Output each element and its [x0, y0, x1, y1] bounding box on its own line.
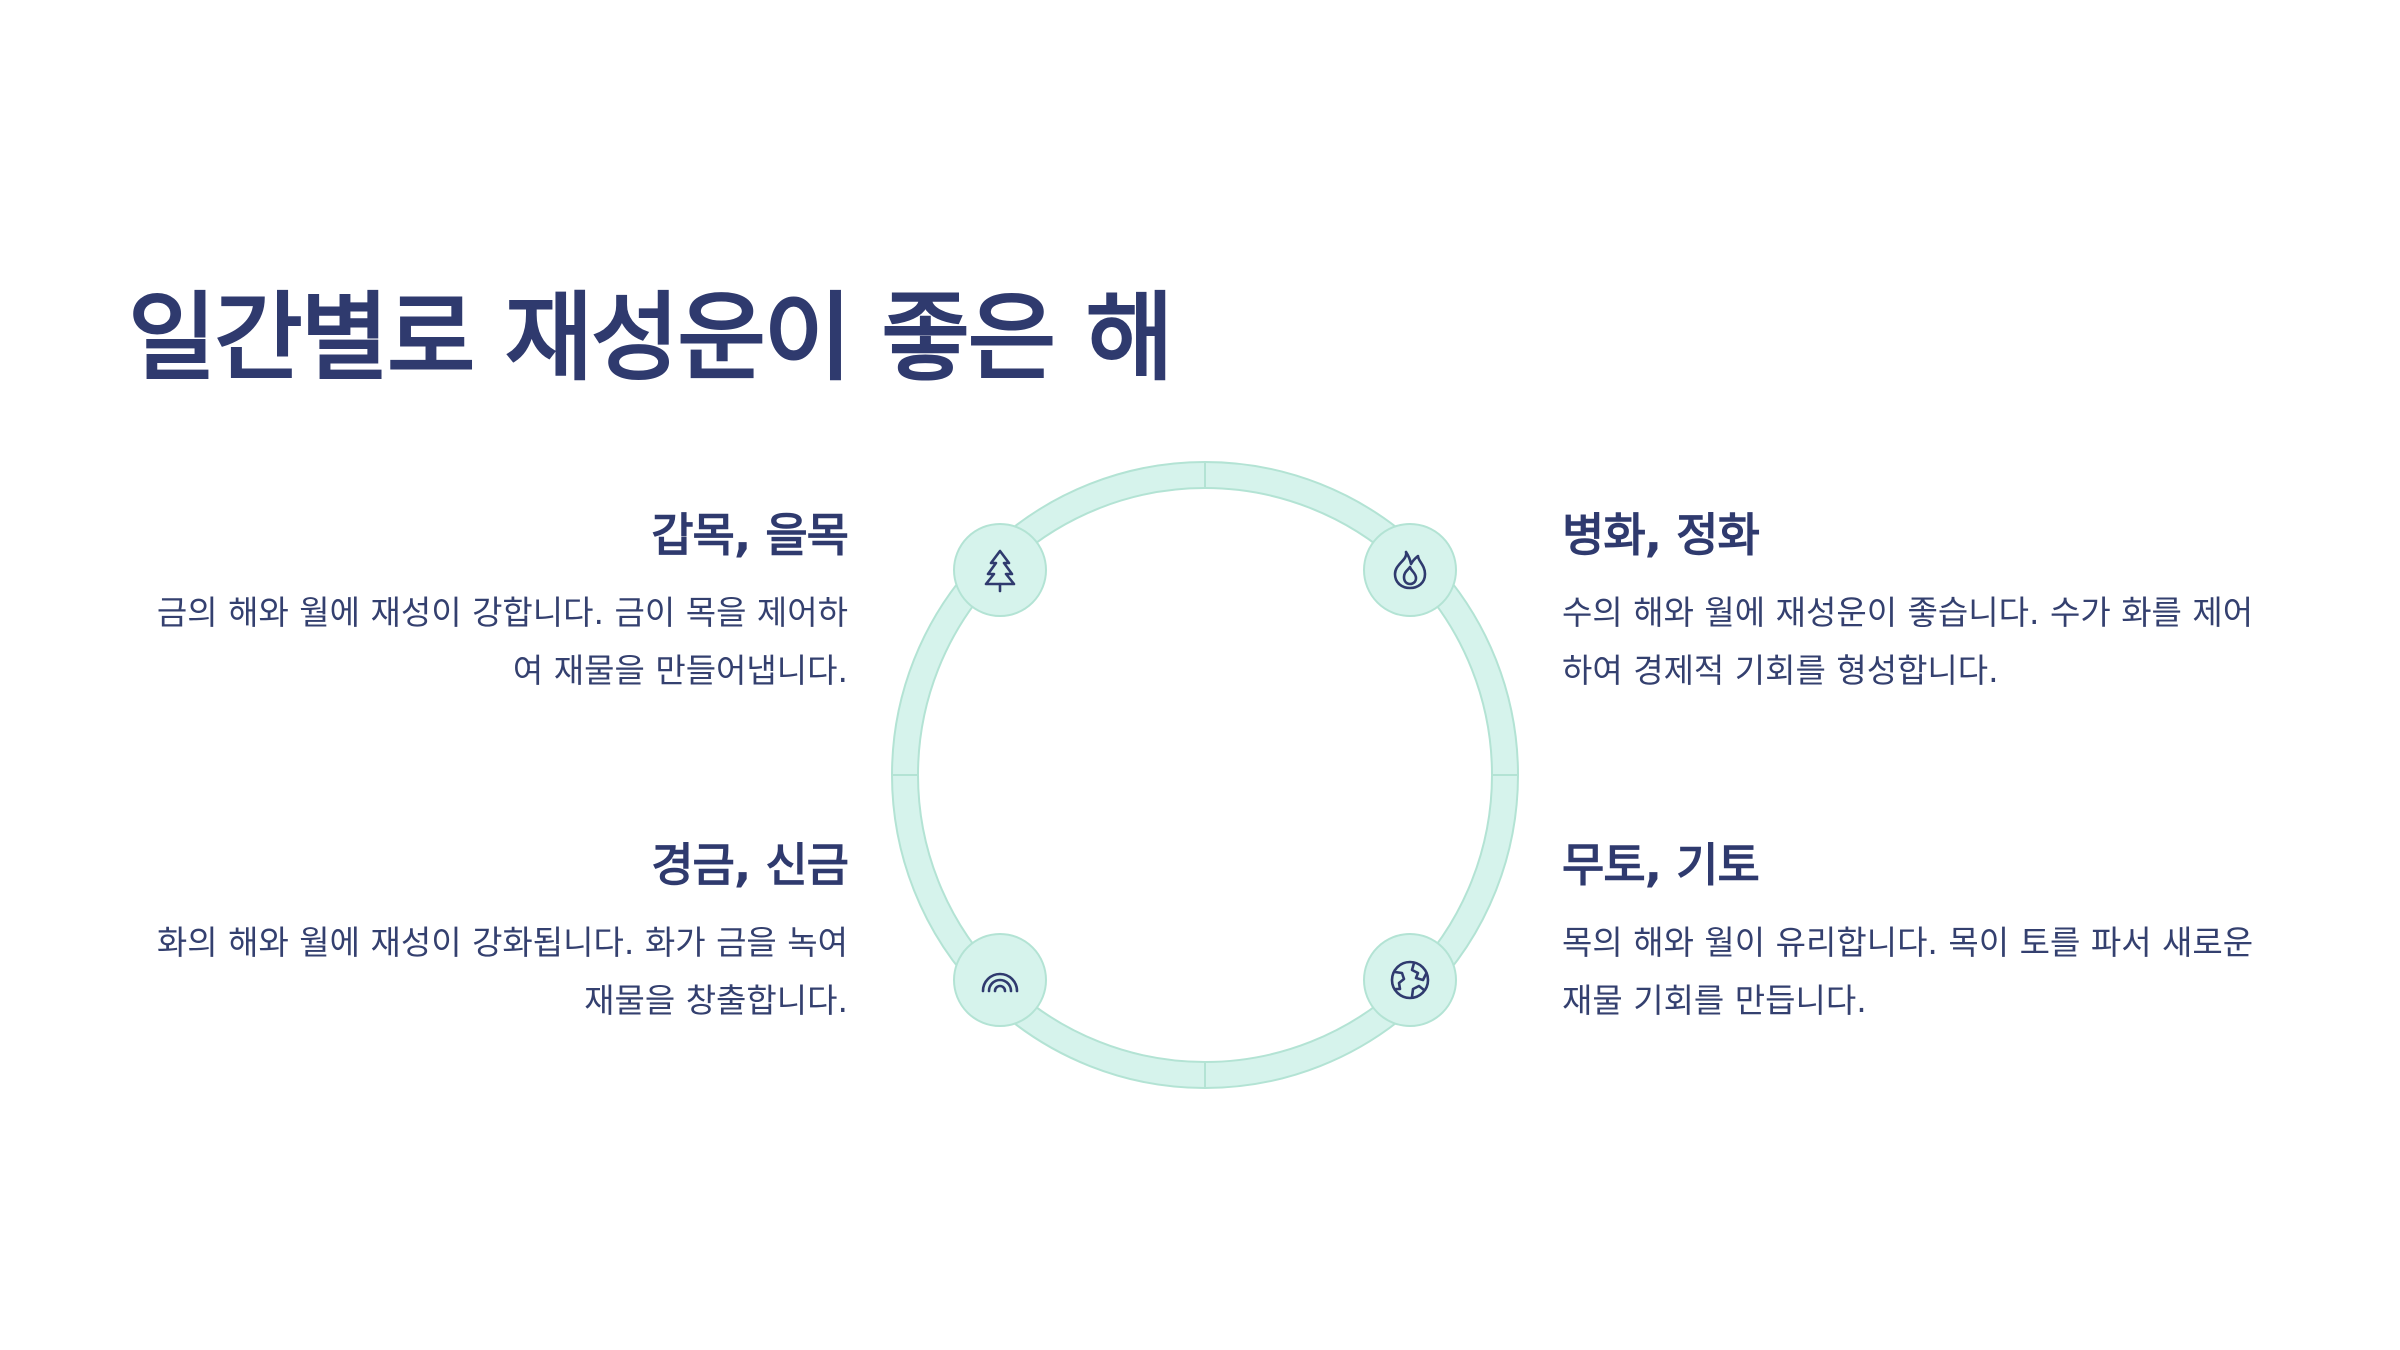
flame-icon — [1393, 550, 1427, 590]
card-heading: 경금, 신금 — [651, 838, 849, 892]
tree-icon — [984, 549, 1016, 593]
globe-icon — [1390, 960, 1430, 1000]
node-top-left — [953, 523, 1047, 617]
card-heading: 병화, 정화 — [1562, 508, 1760, 562]
cycle-ring — [891, 461, 1519, 1089]
cycle-diagram — [880, 450, 1530, 1100]
card-heading: 무토, 기토 — [1562, 838, 1760, 892]
card-top-left: 갑목, 을목 금의 해와 월에 재성이 강합니다. 금이 목을 제어하여 재물을… — [128, 504, 849, 700]
card-description: 목의 해와 월이 유리합니다. 목이 토를 파서 새로운 재물 기회를 만듭니다… — [1562, 923, 2254, 1020]
card-bottom-left: 경금, 신금 화의 해와 월에 재성이 강화됩니다. 화가 금을 녹여 재물을 … — [128, 834, 849, 1030]
card-description: 수의 해와 월에 재성운이 좋습니다. 수가 화를 제어하여 경제적 기회를 형… — [1562, 593, 2254, 690]
page-title: 일간별로 재성운이 좋은 해 — [128, 282, 1174, 394]
node-top-right — [1363, 523, 1457, 617]
card-bottom-right: 무토, 기토 목의 해와 월이 유리합니다. 목이 토를 파서 새로운 재물 기… — [1562, 834, 2282, 1030]
card-top-right: 병화, 정화 수의 해와 월에 재성운이 좋습니다. 수가 화를 제어하여 경제… — [1562, 504, 2282, 700]
rainbow-icon — [981, 972, 1019, 993]
card-description: 화의 해와 월에 재성이 강화됩니다. 화가 금을 녹여 재물을 창출합니다. — [156, 923, 848, 1020]
card-description: 금의 해와 월에 재성이 강합니다. 금이 목을 제어하여 재물을 만들어냅니다… — [156, 593, 848, 690]
card-heading: 갑목, 을목 — [651, 508, 849, 562]
node-bottom-right — [1363, 933, 1457, 1027]
node-bottom-left — [953, 933, 1047, 1027]
